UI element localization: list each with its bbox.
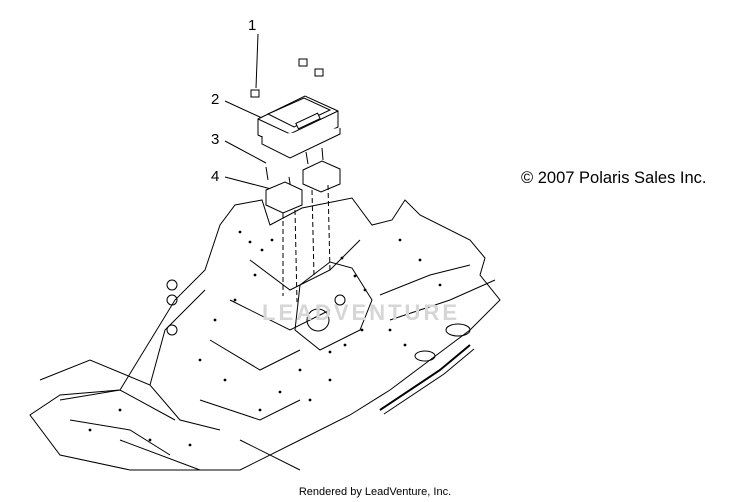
watermark-text: LEADVENTURE: [262, 300, 461, 325]
ecu-module-part: [257, 95, 341, 159]
callout-number-3: 3: [211, 131, 220, 148]
callout-number-1: 1: [248, 17, 257, 34]
rivet-dots: [88, 230, 442, 447]
callout-number-4: 4: [211, 168, 220, 185]
chassis-frame: [29, 197, 501, 471]
bracket-parts: [265, 160, 341, 214]
footer-credit: Rendered by LeadVenture, Inc.: [298, 486, 452, 498]
callout-number-2: 2: [211, 91, 220, 108]
copyright-text: © 2007 Polaris Sales Inc.: [521, 169, 707, 187]
leader-line-3: [224, 140, 267, 164]
leader-line-4: [224, 176, 276, 191]
leader-line-2: [224, 100, 263, 119]
leader-line-1: [255, 33, 259, 89]
nut-parts: [250, 58, 324, 98]
